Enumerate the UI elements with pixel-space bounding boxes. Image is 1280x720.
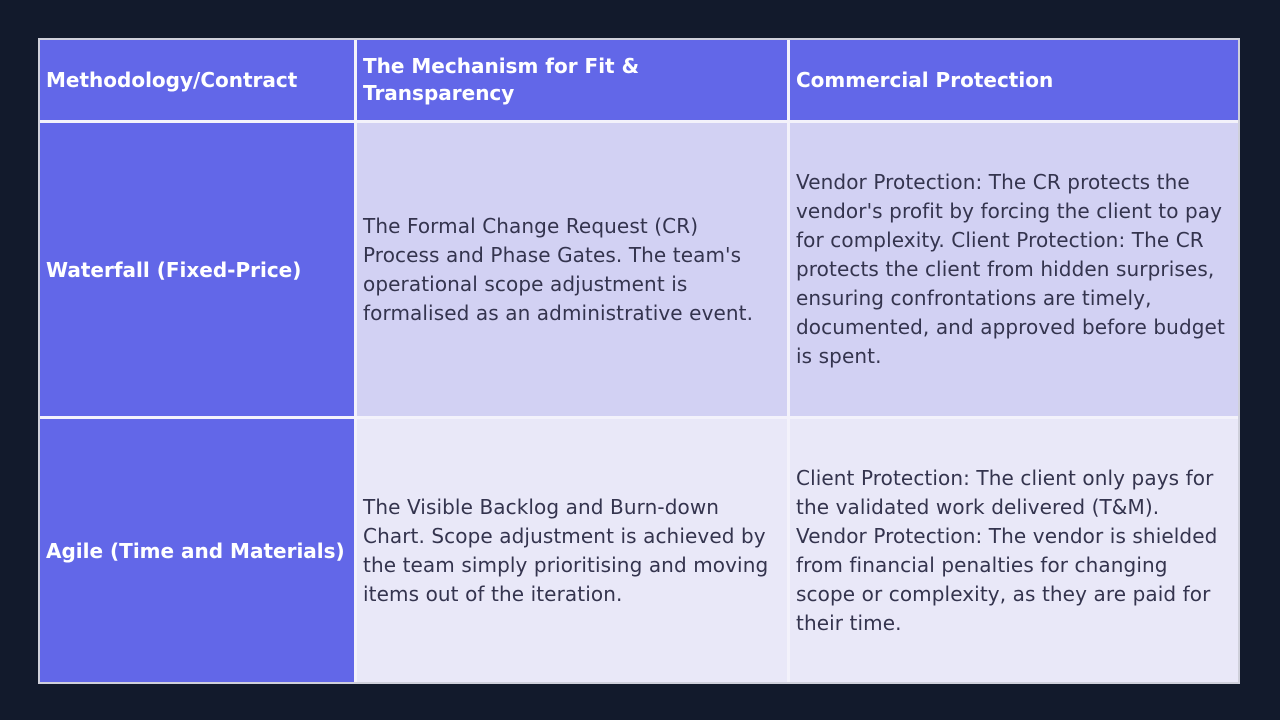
- cell-waterfall-mechanism: The Formal Change Request (CR) Process a…: [357, 123, 787, 416]
- methodology-comparison-table: Methodology/Contract The Mechanism for F…: [38, 38, 1240, 684]
- cell-agile-mechanism: The Visible Backlog and Burn-down Chart.…: [357, 419, 787, 682]
- row-label-waterfall: Waterfall (Fixed-Price): [40, 123, 354, 416]
- row-label-agile: Agile (Time and Materials): [40, 419, 354, 682]
- cell-waterfall-protection: Vendor Protection: The CR protects the v…: [790, 123, 1238, 416]
- header-cell-protection: Commercial Protection: [790, 40, 1238, 120]
- header-cell-mechanism: The Mechanism for Fit & Transparency: [357, 40, 787, 120]
- cell-agile-protection: Client Protection: The client only pays …: [790, 419, 1238, 682]
- header-cell-methodology: Methodology/Contract: [40, 40, 354, 120]
